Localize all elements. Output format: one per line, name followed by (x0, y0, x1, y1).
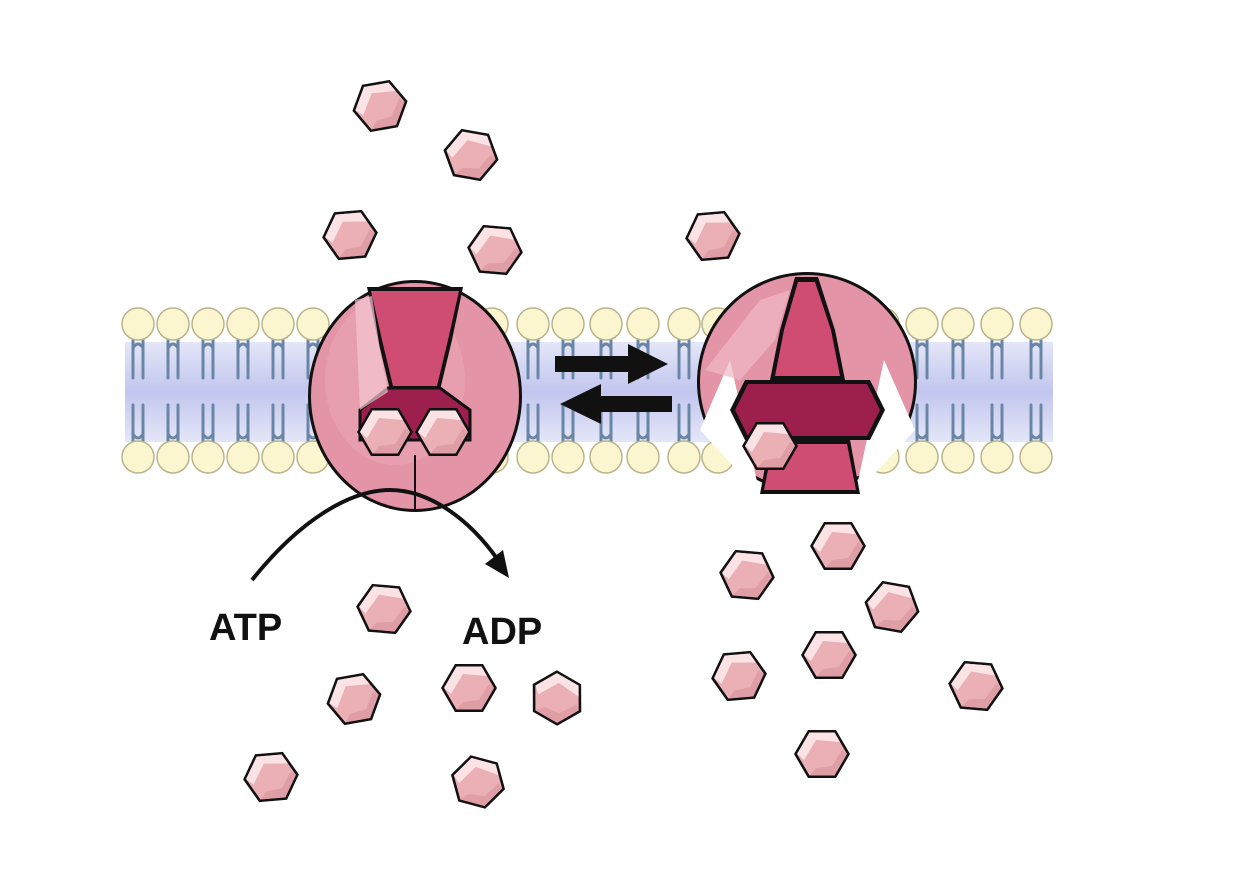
molecule-icon (860, 578, 924, 636)
lipid-head (261, 307, 295, 341)
lipid-head (226, 307, 260, 341)
molecule-icon (801, 631, 857, 679)
lipid-head (941, 307, 975, 341)
lipid-head (626, 307, 660, 341)
lipid-tail (236, 338, 250, 380)
lipid-head (980, 307, 1014, 341)
lipid-head (667, 307, 701, 341)
molecule-icon (354, 582, 414, 636)
lipid-head (191, 307, 225, 341)
double-arrow-icon (555, 344, 672, 424)
lipid-head (667, 440, 701, 474)
molecule-icon (441, 664, 497, 712)
lipid-tail (131, 403, 145, 444)
lipid-head (516, 307, 550, 341)
atp-label: ATP (209, 607, 282, 649)
lipid-head (589, 440, 623, 474)
lipid-heads-inner (121, 440, 1053, 474)
molecule-icon (709, 649, 769, 703)
molecule-icon (683, 209, 743, 263)
lipid-head (905, 307, 939, 341)
molecule-icon (520, 663, 594, 733)
molecule-icon (348, 77, 412, 135)
molecule-icon (717, 548, 777, 602)
molecule-icon (444, 751, 512, 813)
lipid-head (191, 440, 225, 474)
lipid-head (551, 307, 585, 341)
lipid-head (626, 440, 660, 474)
lipid-tail (677, 403, 691, 444)
lipid-head (516, 440, 550, 474)
lipid-tail (990, 403, 1004, 444)
lipid-tail (677, 338, 691, 380)
lipid-head (121, 440, 155, 474)
lipid-tail (1029, 338, 1043, 380)
lipid-head (941, 440, 975, 474)
lipid-head (121, 307, 155, 341)
lipid-head (1019, 440, 1053, 474)
lipid-tail (990, 338, 1004, 380)
lipid-tail (271, 403, 285, 444)
lipid-head (905, 440, 939, 474)
molecule-icon (946, 659, 1006, 713)
lipid-head (261, 440, 295, 474)
lipid-tail (271, 338, 285, 380)
lipid-tail (915, 338, 929, 380)
lipid-tail (201, 403, 215, 444)
lipid-tail (951, 403, 965, 444)
lipid-tail (166, 403, 180, 444)
adp-label: ADP (462, 611, 542, 653)
molecule-icon (322, 670, 386, 728)
molecule-icon (241, 750, 301, 804)
lipid-head (226, 440, 260, 474)
lipid-tail (951, 338, 965, 380)
molecule-icon (320, 208, 380, 262)
curved-arrow-icon (250, 487, 509, 582)
molecule-icon (794, 730, 850, 778)
lipid-tail (201, 338, 215, 380)
transporter-left (308, 280, 522, 512)
lipid-heads-outer (121, 307, 1053, 341)
molecule-icon (810, 522, 866, 570)
lipid-tail (236, 403, 250, 444)
lipid-tail (131, 338, 145, 380)
lipid-head (156, 307, 190, 341)
lipid-head (1019, 307, 1053, 341)
lipid-head (980, 440, 1014, 474)
molecule-icon (439, 126, 503, 184)
lipid-head (589, 307, 623, 341)
lipid-tail (526, 338, 540, 380)
molecule-icon (465, 223, 525, 277)
lipid-head (551, 440, 585, 474)
lipid-tail (526, 403, 540, 444)
lipid-tail (915, 403, 929, 444)
lipid-tail (1029, 403, 1043, 444)
lipid-head (156, 440, 190, 474)
lipid-tail (561, 403, 575, 444)
transporter-right (697, 272, 917, 495)
lipid-tail (166, 338, 180, 380)
